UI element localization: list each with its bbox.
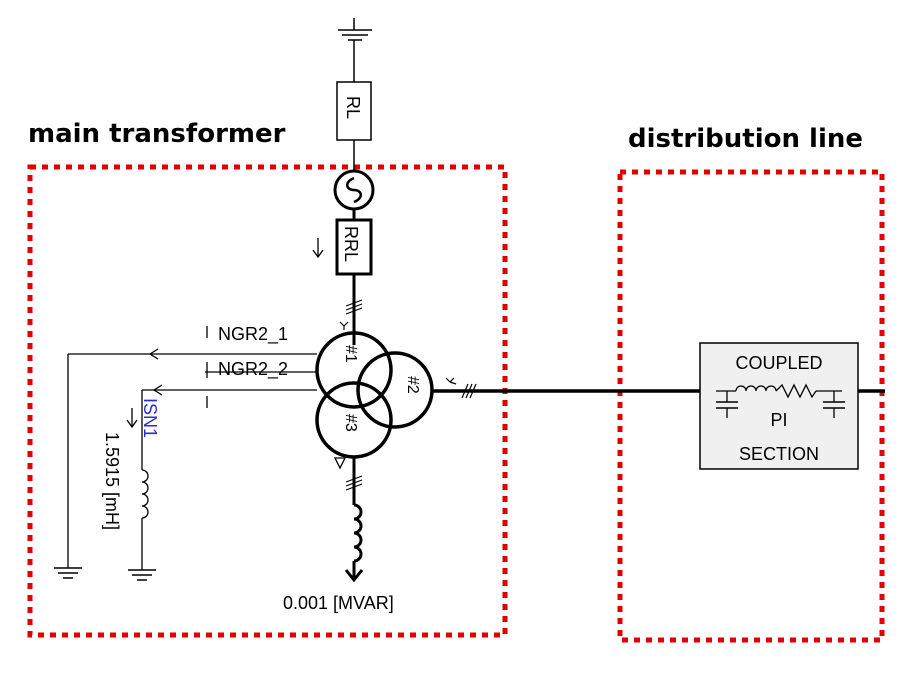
distribution-line-title: distribution line xyxy=(628,124,863,154)
top-ground-icon xyxy=(338,18,372,82)
main-transformer-title: main transformer xyxy=(28,119,286,149)
rl-label: RL xyxy=(343,96,363,119)
rl-element: RL xyxy=(336,81,372,170)
winding-3-label: #3 xyxy=(342,414,359,432)
inductor-value-label: 1.5915 [mH] xyxy=(102,432,122,530)
winding-1-label: #1 xyxy=(342,345,359,363)
voltage-source-icon xyxy=(333,169,375,220)
pi-label-coupled: COUPLED xyxy=(735,353,822,373)
coupled-pi-section: COUPLED PI SECTION xyxy=(699,342,859,470)
ngr2-1-label: NGR2_1 xyxy=(218,324,288,345)
wye-icon-primary xyxy=(339,321,349,330)
winding-2-label: #2 xyxy=(404,376,421,394)
tertiary-load-branch: 0.001 [MVAR] xyxy=(283,457,394,613)
pi-label-pi: PI xyxy=(770,410,787,430)
isn-inductor-branch: ISN1 1.5915 [mH] xyxy=(102,384,205,581)
secondary-bus xyxy=(432,377,885,399)
three-phase-ticks-primary xyxy=(345,299,363,315)
ngr-connections: NGR2_1 NGR2_2 xyxy=(205,324,317,408)
rrl-label: RRL xyxy=(341,226,361,262)
pi-label-section: SECTION xyxy=(739,444,819,464)
rrl-element: RRL xyxy=(312,218,373,345)
ngr1-ground-wire xyxy=(54,348,205,579)
isn1-label: ISN1 xyxy=(140,398,160,438)
main-transformer-box xyxy=(27,164,508,638)
load-value-label: 0.001 [MVAR] xyxy=(283,593,394,613)
three-winding-transformer: #1 #2 #3 xyxy=(315,331,434,459)
distribution-line-box xyxy=(617,169,885,643)
ngr2-2-label: NGR2_2 xyxy=(218,359,288,380)
